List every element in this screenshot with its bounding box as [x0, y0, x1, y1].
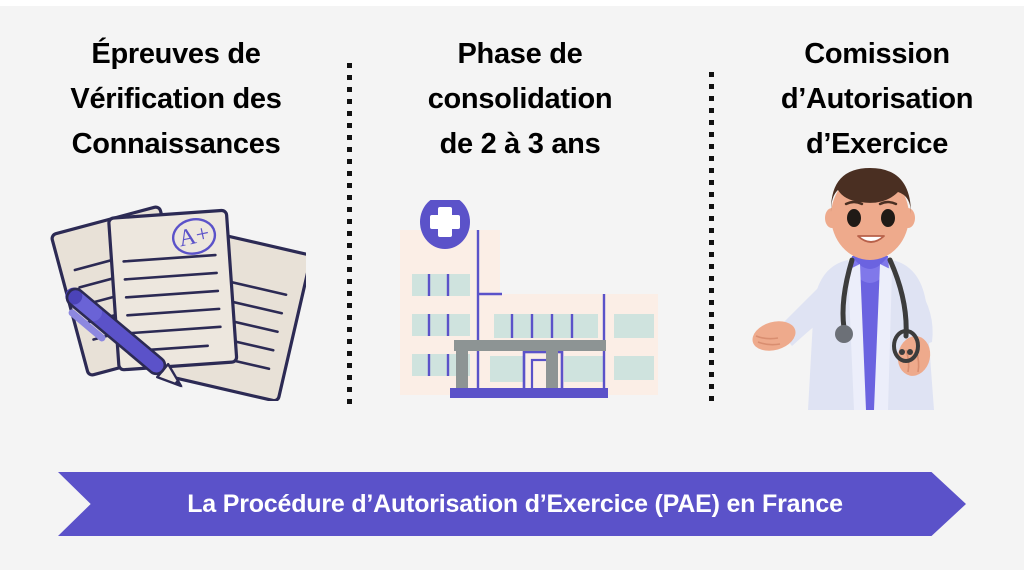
svg-text:A+: A+	[176, 221, 212, 253]
pen-icon	[65, 287, 183, 388]
column-title-epreuves: Épreuves de Vérification des Connaissanc…	[70, 38, 282, 160]
medical-cross-icon	[420, 195, 470, 249]
column-divider-2	[709, 72, 714, 402]
grade-mark-icon	[171, 218, 217, 255]
exam-papers-illustration: A+	[46, 196, 313, 403]
bottom-banner: La Procédure d’Autorisation d’Exercice (…	[58, 472, 966, 536]
banner-arrow-shape	[58, 472, 966, 536]
left-hand	[752, 321, 796, 351]
column-divider-1	[347, 63, 352, 408]
column-title-consolidation: Phase de consolidation de 2 à 3 ans	[427, 38, 613, 160]
window-row	[412, 274, 470, 376]
stethoscope-bell	[892, 329, 920, 363]
hospital-building-illustration	[398, 195, 660, 405]
doctor-illustration	[748, 160, 992, 410]
banner-label: La Procédure d’Autorisation d’Exercice (…	[187, 489, 843, 518]
column-title-commission: Comission d’Autorisation d’Exercice	[780, 38, 974, 160]
